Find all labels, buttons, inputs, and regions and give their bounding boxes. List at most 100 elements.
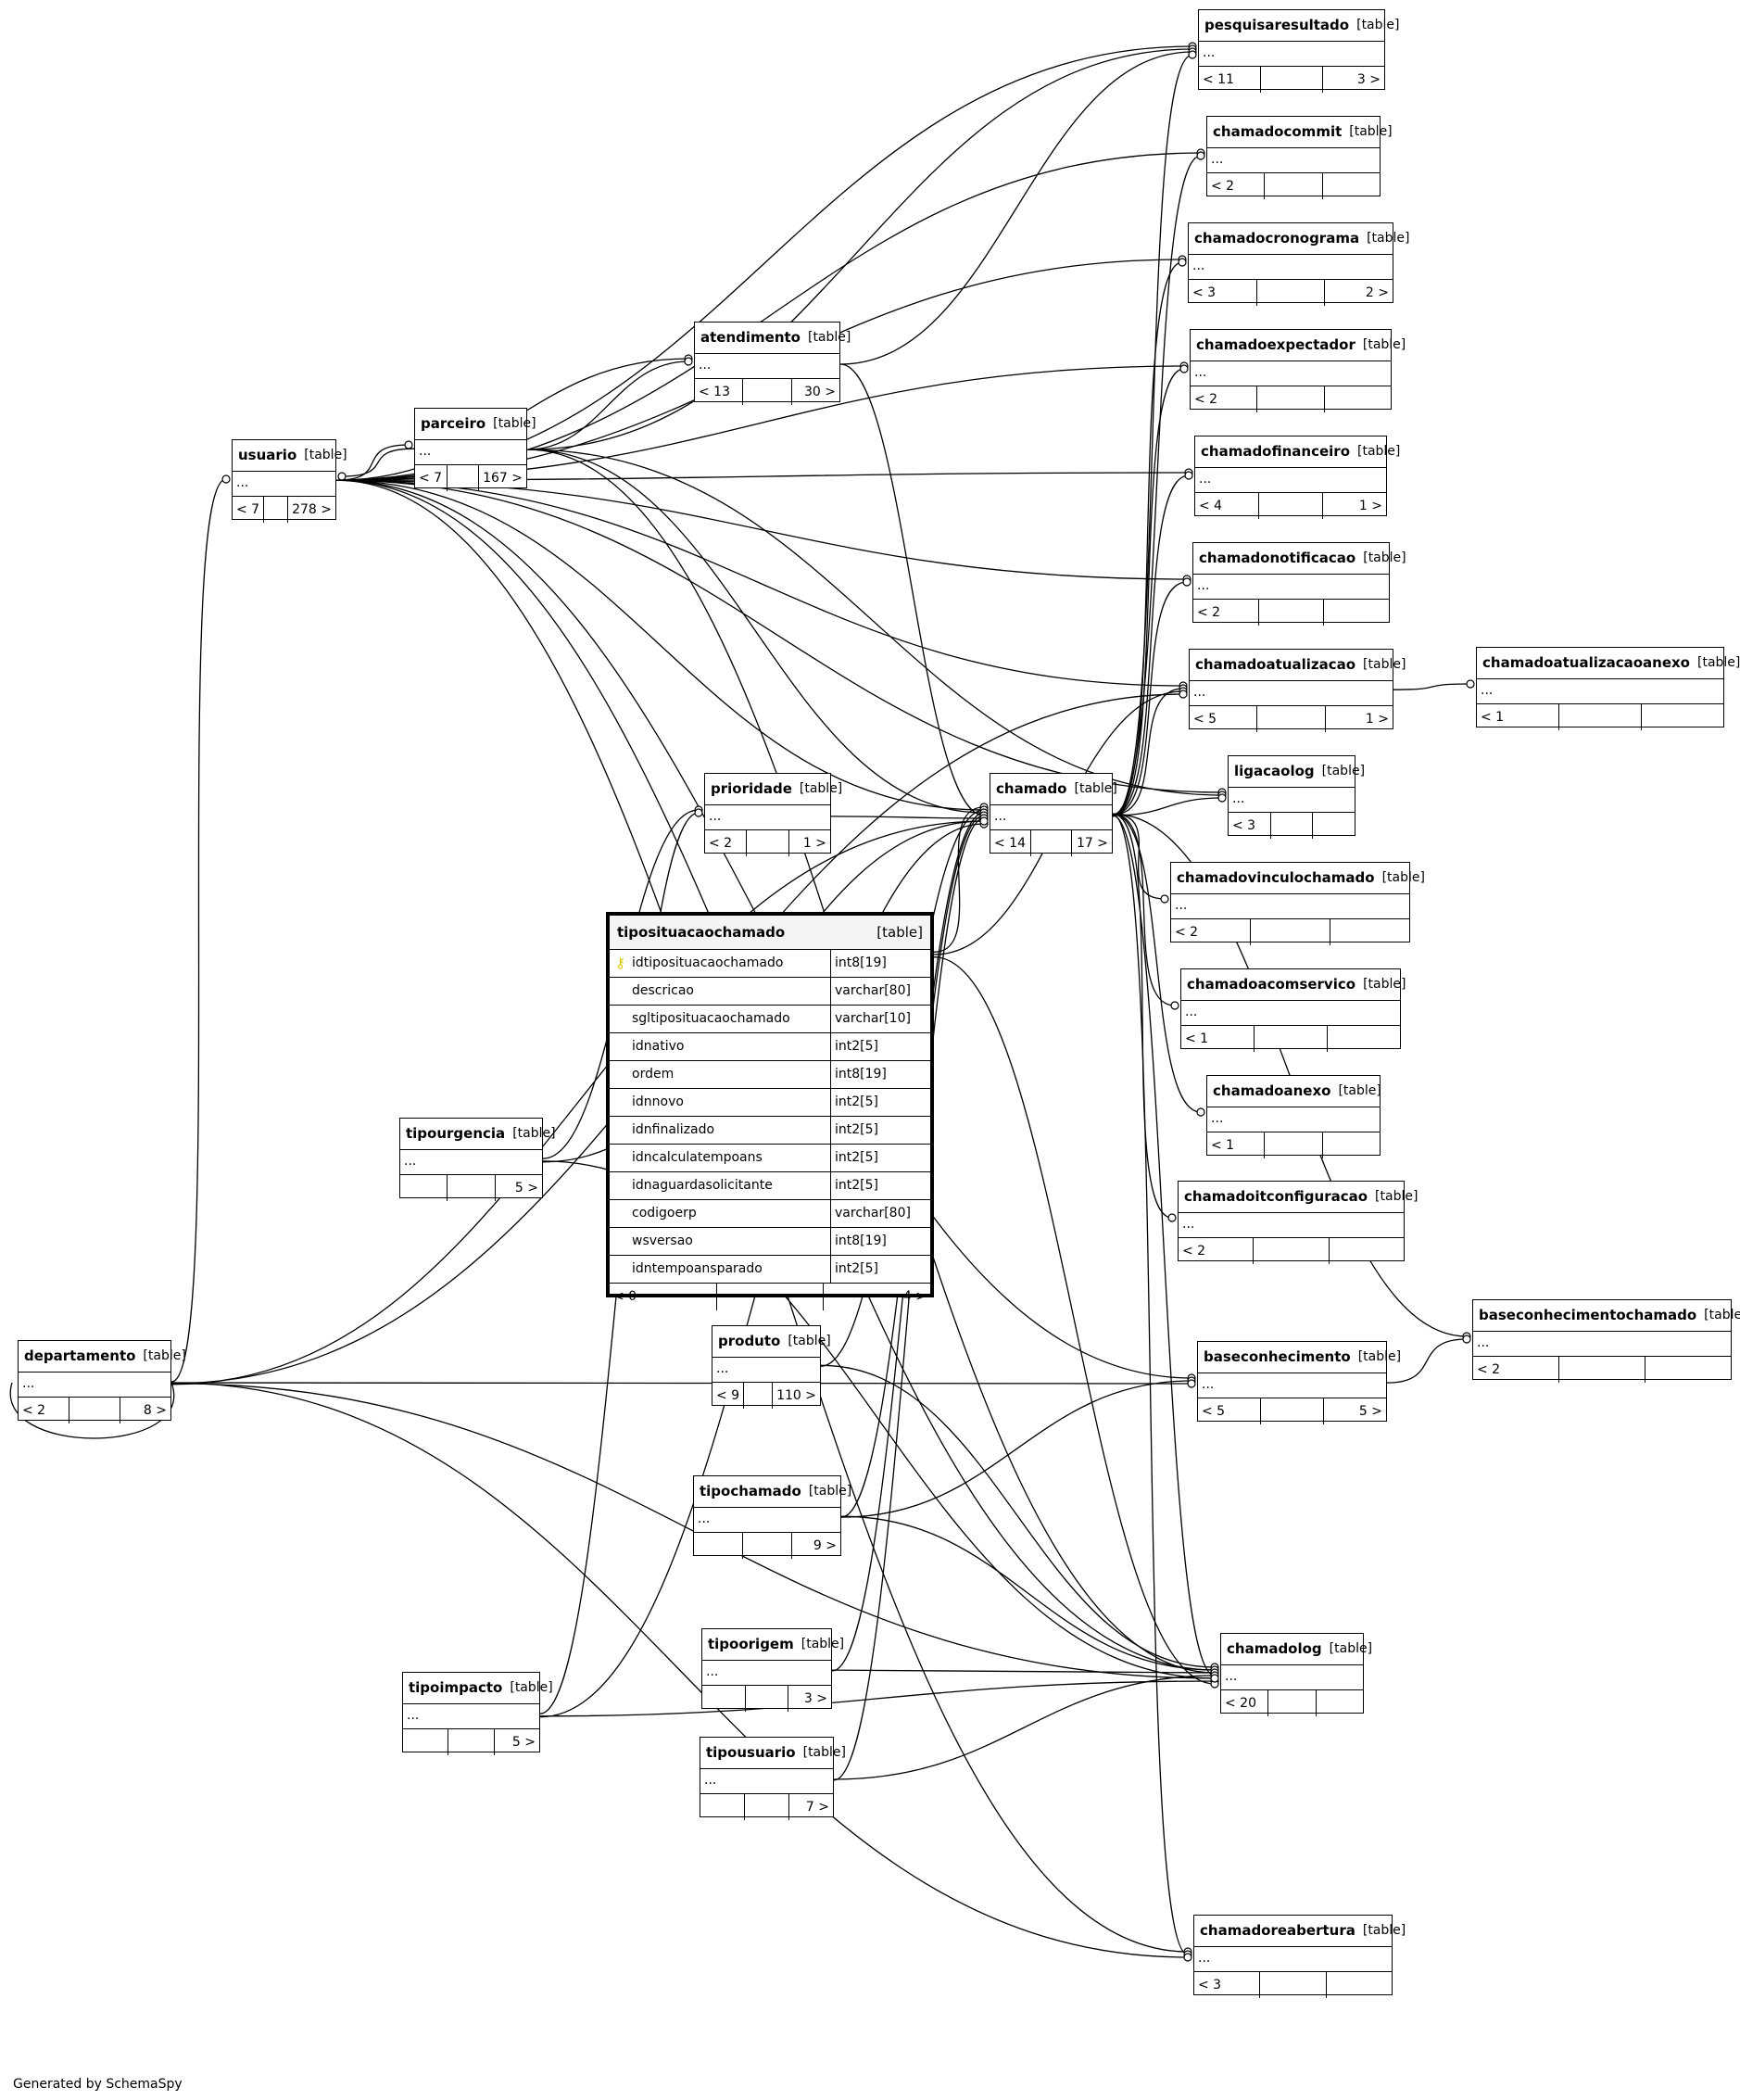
table-baseconhecimentochamado[interactable]: baseconhecimentochamado[table]...< 2 [1472, 1299, 1740, 1383]
columns-collapsed[interactable]: ... [1207, 1107, 1380, 1132]
footer-parent-count[interactable]: < 3 [1194, 1972, 1261, 1998]
footer-child-count[interactable]: 1 > [1365, 712, 1389, 727]
footer-parent-count[interactable]: < 2 [1171, 919, 1251, 945]
footer-child-count[interactable] [1323, 173, 1380, 199]
footer-parent-count[interactable]: < 4 [1195, 493, 1259, 519]
footer-parent-count[interactable]: < 1 [1477, 704, 1559, 730]
footer-parent-count[interactable] [694, 1533, 743, 1559]
columns-collapsed[interactable]: ... [1473, 1332, 1731, 1357]
table-chamadonotificacao[interactable]: chamadonotificacao[table]...< 2 [1192, 542, 1406, 626]
table-chamadoexpectador[interactable]: chamadoexpectador[table]...< 2 [1190, 329, 1406, 412]
footer-child-count[interactable] [1323, 1132, 1380, 1158]
footer-parent-count[interactable]: < 14 [990, 830, 1031, 856]
columns-collapsed[interactable]: ... [1221, 1665, 1363, 1690]
footer-parent-count[interactable]: < 13 [695, 379, 744, 405]
footer-child-count[interactable]: 30 > [803, 385, 836, 399]
footer-child-count[interactable] [1645, 1357, 1731, 1383]
table-tipochamado[interactable]: tipochamado[table]...9 > [693, 1475, 851, 1559]
footer-parent-count[interactable]: < 2 [1179, 1238, 1255, 1264]
columns-collapsed[interactable]: ... [1193, 575, 1389, 600]
footer-child-count[interactable]: 17 > [1077, 836, 1108, 851]
footer-parent-count[interactable] [403, 1729, 449, 1755]
table-chamadoitconfiguracao[interactable]: chamadoitconfiguracao[table]...< 2 [1178, 1181, 1418, 1264]
table-tipoorigem[interactable]: tipoorigem[table]...3 > [701, 1628, 844, 1712]
columns-collapsed[interactable]: ... [702, 1661, 831, 1686]
columns-collapsed[interactable]: ... [705, 805, 830, 830]
footer-child-count[interactable] [1317, 1690, 1363, 1716]
footer-parent-count[interactable]: < 0 [610, 1284, 717, 1310]
columns-collapsed[interactable]: ... [1179, 1213, 1404, 1238]
footer-parent-count[interactable]: < 2 [1473, 1357, 1559, 1383]
footer-child-count[interactable]: 8 > [143, 1403, 167, 1418]
footer-child-count[interactable]: 4 > [902, 1289, 927, 1304]
columns-collapsed[interactable]: ... [19, 1373, 170, 1398]
footer-parent-count[interactable]: < 20 [1221, 1690, 1269, 1716]
footer-child-count[interactable]: 110 > [776, 1388, 816, 1403]
footer-child-count[interactable]: 278 > [292, 502, 332, 517]
footer-parent-count[interactable]: < 3 [1189, 280, 1257, 306]
table-chamadovinculochamado[interactable]: chamadovinculochamado[table]...< 2 [1170, 862, 1425, 945]
footer-child-count[interactable] [1313, 813, 1355, 839]
footer-child-count[interactable]: 3 > [803, 1691, 828, 1706]
columns-collapsed[interactable]: ... [1477, 679, 1723, 704]
table-chamadoacomservico[interactable]: chamadoacomservico[table]...< 1 [1180, 968, 1406, 1052]
footer-parent-count[interactable]: < 7 [233, 497, 265, 523]
footer-parent-count[interactable]: < 5 [1198, 1398, 1261, 1424]
footer-child-count[interactable] [1642, 704, 1723, 730]
columns-collapsed[interactable]: ... [712, 1358, 820, 1383]
footer-parent-count[interactable]: < 3 [1229, 813, 1271, 839]
footer-child-count[interactable]: 9 > [813, 1538, 837, 1553]
columns-collapsed[interactable]: ... [1181, 1001, 1400, 1026]
footer-parent-count[interactable]: < 2 [705, 830, 748, 856]
table-ligacaolog[interactable]: ligacaolog[table]...< 3 [1228, 755, 1365, 839]
table-chamadolog[interactable]: chamadolog[table]...< 20 [1220, 1633, 1372, 1716]
columns-collapsed[interactable]: ... [1191, 361, 1391, 386]
table-chamadoreabertura[interactable]: chamadoreabertura[table]...< 3 [1193, 1915, 1406, 1998]
footer-child-count[interactable] [1324, 600, 1389, 626]
footer-parent-count[interactable]: < 2 [1207, 173, 1266, 199]
footer-child-count[interactable]: 7 > [805, 1800, 829, 1815]
columns-collapsed[interactable]: ... [403, 1704, 539, 1729]
footer-parent-count[interactable]: < 5 [1190, 706, 1258, 732]
columns-collapsed[interactable]: ... [400, 1150, 542, 1175]
columns-collapsed[interactable]: ... [1199, 42, 1384, 67]
columns-collapsed[interactable]: ... [1198, 1373, 1386, 1398]
footer-parent-count[interactable]: < 2 [1191, 386, 1258, 412]
footer-child-count[interactable]: 2 > [1365, 285, 1390, 300]
columns-collapsed[interactable]: ... [1189, 255, 1393, 280]
table-chamadoatualizacaoanexo[interactable]: chamadoatualizacaoanexo[table]...< 1 [1476, 647, 1740, 730]
footer-child-count[interactable]: 1 > [1358, 499, 1382, 513]
table-tipousuario[interactable]: tipousuario[table]...7 > [700, 1737, 846, 1820]
table-tipourgencia[interactable]: tipourgencia[table]...5 > [399, 1118, 556, 1201]
columns-collapsed[interactable]: ... [1171, 894, 1409, 919]
columns-collapsed[interactable]: ... [1194, 1947, 1392, 1972]
columns-collapsed[interactable]: ... [990, 805, 1112, 830]
table-tipoimpacto[interactable]: tipoimpacto[table]...5 > [402, 1672, 553, 1755]
footer-parent-count[interactable]: < 7 [415, 465, 448, 491]
footer-child-count[interactable]: 1 > [802, 836, 826, 851]
footer-parent-count[interactable] [700, 1794, 745, 1820]
columns-collapsed[interactable]: ... [1190, 681, 1393, 706]
columns-collapsed[interactable]: ... [415, 440, 526, 465]
footer-child-count[interactable] [1325, 386, 1391, 412]
table-chamadocommit[interactable]: chamadocommit[table]...< 2 [1206, 116, 1393, 199]
table-tiposituacaochamado[interactable]: tiposituacaochamado [table] ⚷idtipositua… [606, 912, 934, 1310]
